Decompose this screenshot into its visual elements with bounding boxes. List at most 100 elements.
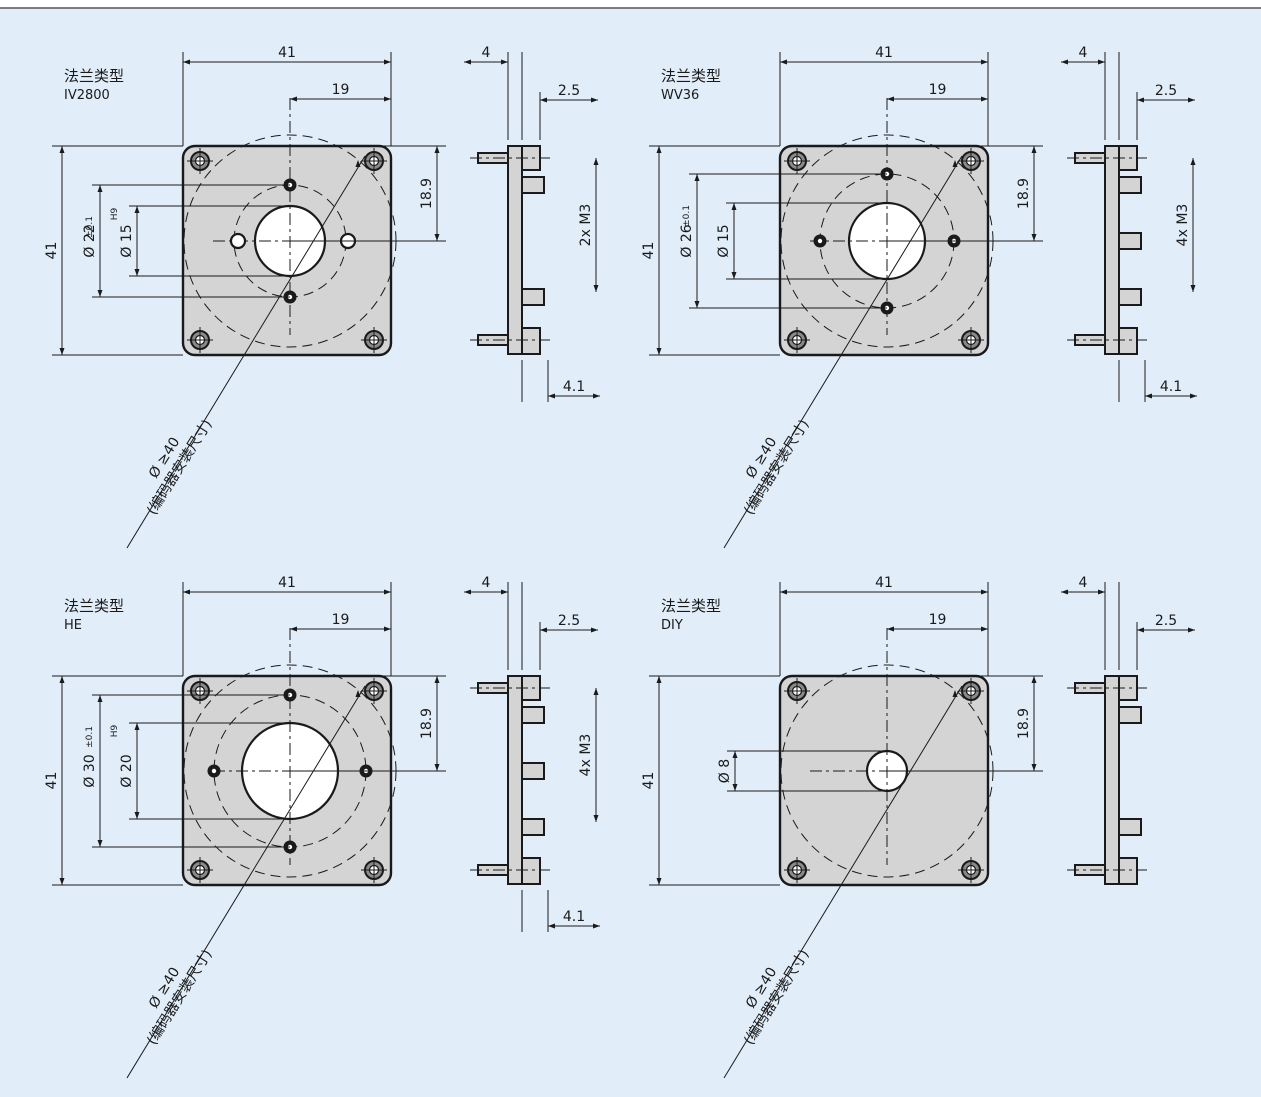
dimension-arrow [1031,234,1037,241]
dimension-arrow [887,96,894,102]
dimension-arrow [981,589,988,595]
dimension-arrow [780,59,787,65]
dimension-arrow [464,589,471,595]
vertical-dim-label: 18.9 [1016,708,1032,739]
dimension-arrow [548,923,555,929]
thread-dim-label: 4x M3 [578,734,594,777]
dimension-arrow [97,695,103,702]
dimension-arrow [731,203,737,210]
dimension-arrow [384,96,391,102]
dimension-arrow [464,59,471,65]
dimension-arrow [290,96,297,102]
side-stud [1118,232,1142,250]
dimension-arrow [1031,676,1037,683]
height-dim-label: 41 [641,242,657,260]
encoder-arrow [355,160,361,167]
encoder-arrow [952,690,958,697]
dimension-arrow [591,97,598,103]
side-stud [521,176,545,194]
width-dim-label: 41 [278,45,296,61]
dimension-arrow [1137,97,1144,103]
dimension-arrow [593,923,600,929]
thread-dim-label: 4x M3 [1175,204,1191,247]
dimension-arrow [59,676,65,683]
dimension-arrow [656,676,662,683]
dimension-arrow [434,676,440,683]
dimension-arrow [1098,589,1105,595]
dimension-arrow [290,626,297,632]
mounting-hole-center [817,238,823,244]
side-stud [521,818,545,836]
side-thickness-dim-label: 4 [482,575,491,591]
dimension-arrow [731,272,737,279]
dimension-arrow [1031,146,1037,153]
dimension-arrow [434,234,440,241]
dimension-arrow [1098,59,1105,65]
dimension-arrow [134,206,140,213]
dimension-arrow [97,290,103,297]
side-stud [1118,176,1142,194]
side-depth-dim-label: 2.5 [558,613,580,629]
dimension-arrow [694,301,700,308]
flange-type-title: 法兰类型 [64,597,124,615]
side-stud [521,706,545,724]
flange-type-name: WV36 [661,88,699,103]
width-dim-label: 41 [875,45,893,61]
outer-dia-tolerance: ±0.1 [85,726,95,748]
vertical-dim-label: 18.9 [419,708,435,739]
dimension-arrow [1190,158,1196,165]
dimension-arrow [59,146,65,153]
dimension-arrow [887,626,894,632]
dimension-arrow [732,784,738,791]
encoder-arrow [952,160,958,167]
flange-type-title: 法兰类型 [661,597,721,615]
side-stud [1118,288,1142,306]
dimension-arrow [780,589,787,595]
side-thickness-dim-label: 4 [1079,45,1088,61]
dimension-arrow [183,589,190,595]
outer-dia-tolerance: ±0.1 [682,205,692,227]
dimension-arrow [97,840,103,847]
dimension-arrow [134,812,140,819]
thread-dim-label: 2x M3 [578,204,594,247]
open-hole [229,232,247,250]
side-stud [521,762,545,780]
dimension-arrow [134,723,140,730]
inner-fit: H9 [110,724,120,737]
dimension-arrow [434,146,440,153]
inner-dia-dim-label: Ø 15 [119,224,135,257]
side-depth-dim-label: 2.5 [1155,83,1177,99]
dimension-arrow [1031,764,1037,771]
side-stud [1118,818,1142,836]
dimension-arrow [540,97,547,103]
dimension-arrow [183,59,190,65]
dimension-arrow [501,59,508,65]
dimension-arrow [59,348,65,355]
outer-dia-dim-label: Ø 30 [82,754,98,787]
outer-dia-tolerance: ±0.1 [85,216,95,238]
dimension-arrow [732,751,738,758]
offset-dim-label: 19 [332,612,350,628]
dimension-arrow [134,269,140,276]
dimension-arrow [593,158,599,165]
dimension-arrow [1137,627,1144,633]
mounting-hole-center [211,768,217,774]
dimension-arrow [694,174,700,181]
dimension-arrow [384,626,391,632]
side-plate [1104,145,1120,355]
dimension-arrow [1188,97,1195,103]
vertical-dim-label: 18.9 [419,178,435,209]
side-head-bottom [521,327,541,355]
offset-dim-label: 19 [929,612,947,628]
inner-dia-dim-label: Ø 15 [716,224,732,257]
dimension-arrow [1190,393,1197,399]
side-head-bottom [1118,857,1138,885]
flange-type-name: HE [64,618,82,633]
dimension-arrow [593,393,600,399]
dimension-arrow [540,627,547,633]
side-stud-dim-label: 4.1 [1160,379,1182,395]
